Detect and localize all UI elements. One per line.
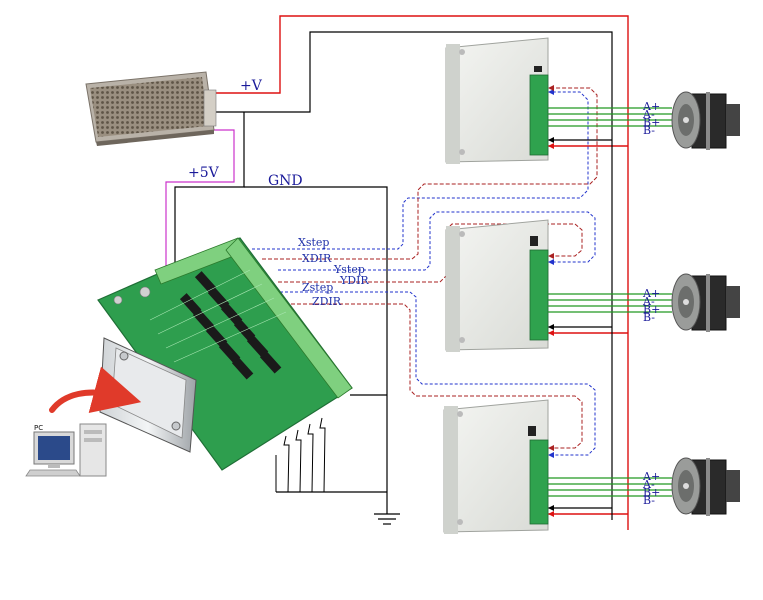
stepper-motor-icon	[671, 457, 740, 516]
coil-label: B+	[643, 116, 660, 129]
stepper-driver-icon	[443, 399, 549, 534]
input-pin-wires	[275, 417, 326, 493]
coil-label: A-	[642, 478, 655, 491]
coil-label: B-	[643, 124, 655, 137]
motor-2-coil-labels: A+ A- B+ B-	[642, 287, 660, 324]
vplus-label: +V	[240, 78, 263, 94]
dir-wires	[262, 87, 598, 449]
coil-label: B+	[643, 486, 660, 499]
desktop-pc-icon	[25, 423, 107, 477]
stepper-driver-icon	[445, 219, 549, 352]
signal-arrowheads	[548, 85, 554, 517]
motor-1-coil-labels: A+ A- B+ B-	[642, 100, 660, 137]
coil-label: B-	[643, 311, 655, 324]
power-supply-icon	[85, 71, 217, 146]
zdir-label: ZDIR	[312, 295, 342, 308]
vplus-wires	[212, 15, 629, 530]
curved-arrow-icon	[49, 366, 142, 414]
coil-label: A-	[642, 108, 655, 121]
ydir-label: YDIR	[339, 274, 369, 287]
coil-label: A-	[642, 295, 655, 308]
v5-label: +5V	[188, 165, 220, 181]
step-wires	[252, 91, 596, 456]
ground-symbol-icon	[374, 513, 400, 525]
coil-wires	[548, 107, 672, 497]
coil-label: B-	[643, 494, 655, 507]
stepper-motor-icon	[671, 273, 740, 332]
zstep-label: Zstep	[302, 281, 333, 294]
xdir-label: XDIR	[302, 252, 332, 265]
coil-label: A+	[642, 287, 660, 300]
gnd-wires	[174, 31, 613, 520]
motor-3-coil-labels: A+ A- B+ B-	[642, 470, 660, 507]
v5-wire	[165, 129, 235, 270]
stepper-driver-icon	[445, 37, 549, 164]
xstep-label: Xstep	[298, 236, 329, 249]
stepper-motor-icon	[671, 91, 740, 150]
coil-label: A+	[642, 470, 660, 483]
breakout-board-icon	[97, 237, 353, 471]
coil-label: A+	[642, 100, 660, 113]
coil-label: B+	[643, 303, 660, 316]
gnd-label: GND	[268, 173, 303, 189]
ystep-label: Ystep	[333, 263, 365, 276]
pc-label: PC	[34, 424, 43, 432]
